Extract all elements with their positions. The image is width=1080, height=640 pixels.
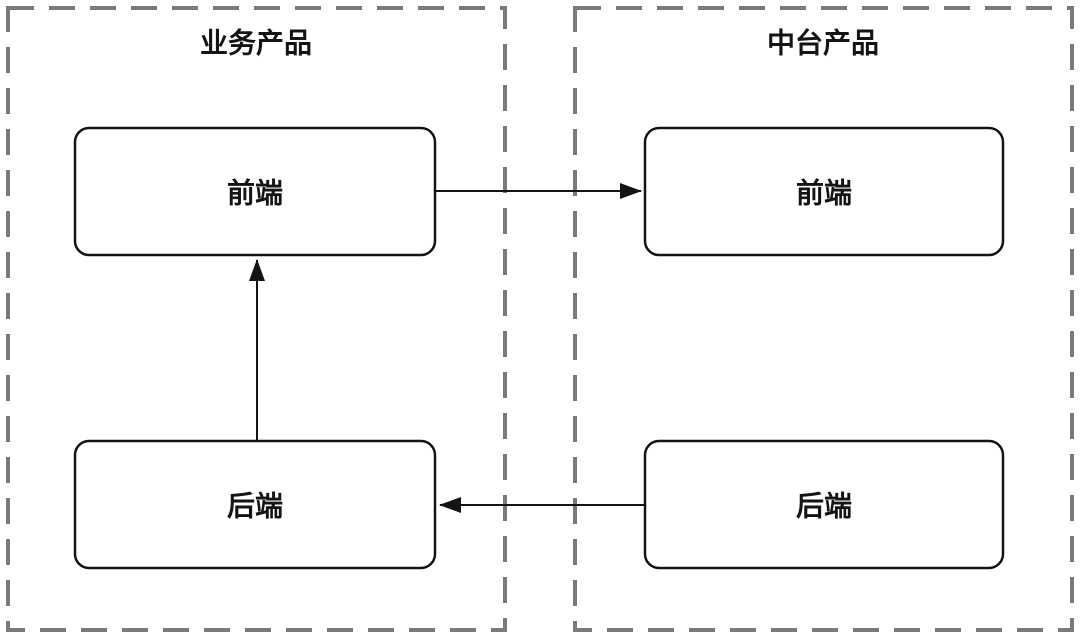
- node-label-business-frontend: 前端: [227, 177, 283, 209]
- node-business-frontend: [73, 126, 437, 257]
- group-business-product: [6, 6, 507, 632]
- node-business-backend: [73, 439, 437, 570]
- group-platform-product: [573, 6, 1074, 632]
- group-title-business-product: 业务产品: [200, 28, 312, 59]
- node-label-platform-frontend: 前端: [796, 177, 852, 209]
- node-label-platform-backend: 后端: [796, 491, 852, 522]
- group-title-platform-product: 中台产品: [767, 27, 879, 59]
- node-label-business-backend: 后端: [227, 491, 283, 522]
- node-platform-frontend: [643, 126, 1005, 257]
- node-platform-backend: [643, 439, 1005, 570]
